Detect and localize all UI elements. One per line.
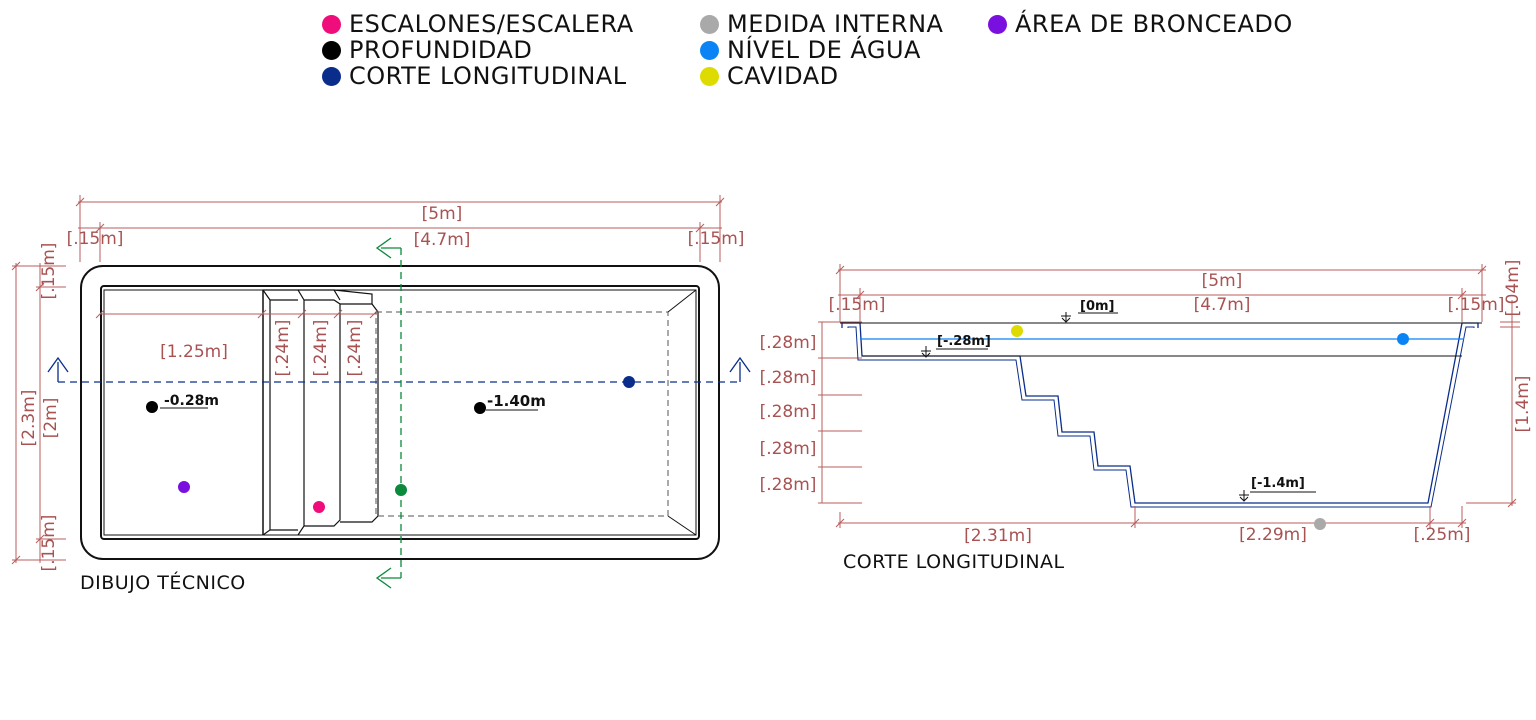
plan-left-dimensions [11, 261, 66, 565]
depth-marker-icon [322, 40, 341, 60]
section-rise-4: [.28m] [760, 439, 817, 459]
plan-inner-edge-2 [103, 289, 697, 536]
legend-label: NÍVEL DE ÁGUA [727, 36, 921, 64]
plan-step-2: [.24m] [311, 320, 331, 377]
plan-total-length: [5m] [422, 204, 463, 224]
plan-outer-edge [80, 265, 720, 560]
legend-label: PROFUNDIDAD [349, 36, 533, 64]
plan-tanning-dimension [95, 309, 267, 319]
water-level-marker-icon [700, 40, 719, 60]
section-floor-length: [2.29m] [1239, 525, 1307, 545]
plan-inner-length: [4.7m] [414, 230, 471, 250]
plan-step-1: [.24m] [273, 320, 293, 377]
section-inner-length: [4.7m] [1194, 295, 1251, 315]
level-marker-top [1061, 312, 1118, 323]
level-top-label: [0m] [1080, 299, 1114, 314]
level-marker-tanning [921, 346, 988, 358]
legend-item-water-level: NÍVEL DE ÁGUA [700, 36, 921, 64]
plan-border-right: [.15m] [688, 229, 745, 249]
section-caption: CORTE LONGITUDINAL [843, 551, 1065, 573]
level-tanning-label: [-.28m] [937, 334, 991, 349]
section-rise-1: [.28m] [760, 333, 817, 353]
legend-item-depth: PROFUNDIDAD [322, 36, 532, 64]
plan-caption: DIBUJO TÉCNICO [80, 571, 246, 594]
tanning-area-marker [178, 481, 190, 493]
legend-item-tanning-area: ÁREA DE BRONCEADO [988, 10, 1293, 38]
legend-label: ÁREA DE BRONCEADO [1015, 10, 1293, 38]
cross-arrow-bottom-icon [375, 567, 401, 589]
plan-cross-line [375, 237, 402, 589]
depth-shallow-label: -0.28m [164, 393, 219, 409]
section-rise-5: [.28m] [760, 475, 817, 495]
section-arrow-right-icon [729, 356, 751, 382]
level-bottom-label: [-1.4m] [1251, 476, 1305, 491]
legend-label: CAVIDAD [727, 62, 839, 90]
plan-deep-floor [375, 311, 669, 517]
plan-border-left: [.15m] [67, 229, 124, 249]
internal-measure-marker-icon [700, 14, 719, 34]
cavity-marker-icon [700, 66, 719, 86]
tanning-area-marker-icon [988, 14, 1007, 34]
section-left-dimensions [818, 321, 862, 504]
section-steps-run: [2.31m] [964, 526, 1032, 546]
legend-item-longitudinal-section: CORTE LONGITUDINAL [322, 62, 627, 90]
section-profile [841, 322, 1479, 508]
steps-marker-icon [322, 14, 341, 34]
section-depth: [1.4m] [1513, 376, 1533, 433]
section-total-length: [5m] [1202, 271, 1243, 291]
plan-section-line [47, 356, 751, 383]
plan-view: [5m] [.15m] [4.7m] [.15m] [.15m] [2.3m] … [11, 195, 751, 594]
section-lip: [.04m] [1503, 260, 1523, 317]
plan-total-width: [2.3m] [19, 390, 39, 447]
section-border-left: [.15m] [829, 295, 886, 315]
internal-measure-marker [1314, 518, 1326, 530]
legend-label: MEDIDA INTERNA [727, 10, 944, 38]
section-marker [623, 376, 635, 388]
water-level-marker [1397, 333, 1409, 345]
legend-label: ESCALONES/ESCALERA [349, 10, 634, 38]
section-view: [5m] [.15m] [4.7m] [.15m] [.04m] [1.4m] … [760, 260, 1533, 573]
plan-tanning-length: [1.25m] [160, 342, 228, 362]
depth-deep-label: -1.40m [487, 392, 546, 410]
section-lip-dimension [1466, 300, 1520, 508]
cross-arrow-top-icon [375, 237, 401, 259]
section-rise-2: [.28m] [760, 368, 817, 388]
plan-step-3: [.24m] [345, 320, 365, 377]
plan-inner-edge [100, 285, 700, 540]
plan-top-dimensions [75, 195, 725, 262]
plan-border-bottom: [.15m] [39, 515, 59, 572]
cavity-marker [1011, 325, 1023, 337]
legend-item-steps: ESCALONES/ESCALERA [322, 10, 634, 38]
depth-marker-shallow [146, 401, 158, 413]
section-border-right: [.15m] [1448, 295, 1505, 315]
plan-deep-corners [667, 289, 697, 536]
cross-section-marker [395, 484, 407, 496]
legend-label: CORTE LONGITUDINAL [349, 62, 627, 90]
section-bottom-dimensions [835, 506, 1467, 528]
plan-border-top: [.15m] [39, 243, 59, 300]
legend-item-internal-measure: MEDIDA INTERNA [700, 10, 943, 38]
plan-steps [262, 289, 379, 536]
steps-marker [313, 501, 325, 513]
depth-marker-deep [474, 402, 486, 414]
plan-step-dimensions [263, 309, 379, 319]
section-marker-icon [322, 66, 341, 86]
section-top-dimensions [835, 264, 1487, 322]
section-arrow-left-icon [47, 356, 69, 382]
section-rise-3: [.28m] [760, 402, 817, 422]
plan-inner-width: [2m] [41, 398, 61, 439]
section-wall-run: [.25m] [1414, 525, 1471, 545]
legend-item-cavity: CAVIDAD [700, 62, 839, 90]
level-marker-bottom [1239, 490, 1316, 502]
